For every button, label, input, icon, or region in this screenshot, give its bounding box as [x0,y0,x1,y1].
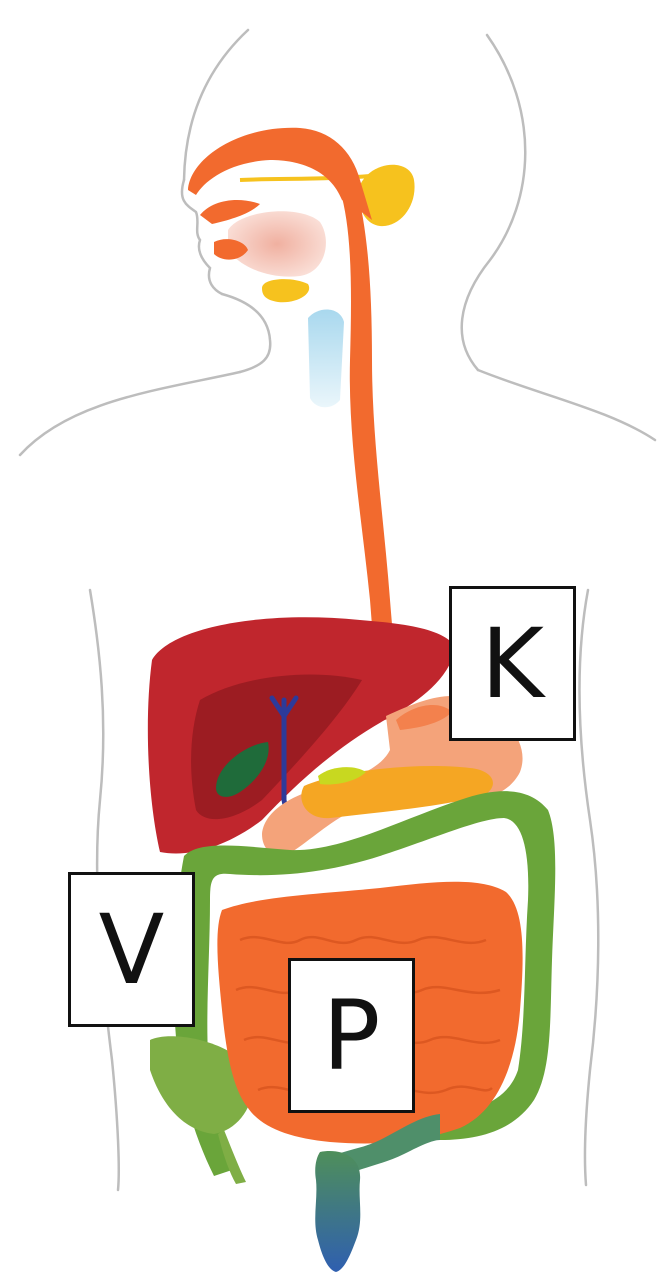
submandibular-gland [262,279,309,302]
label-k: K [449,586,576,741]
parotid-gland [359,165,415,226]
trachea [308,309,344,407]
label-v: V [68,872,195,1027]
rectum [315,1151,360,1272]
label-p: P [288,958,415,1113]
